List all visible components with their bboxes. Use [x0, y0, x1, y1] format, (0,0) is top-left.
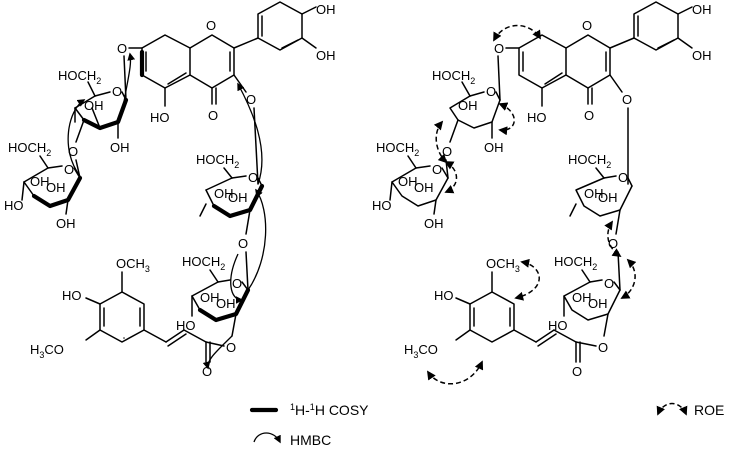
left-sugar2-oh-c: OH	[56, 216, 76, 231]
right-carbonyl-o: O	[584, 108, 594, 123]
left-sugar1-hoch2: HOCH2	[58, 68, 101, 86]
left-sugar3-hoch2: HOCH2	[196, 152, 239, 170]
left-sugar1-oh-a: OH	[84, 98, 104, 113]
right-sugar3-ring-o: O	[618, 170, 628, 185]
right-sugar2-oh-a: OH	[398, 174, 418, 189]
left-sugar3-oh-b: OH	[228, 190, 248, 205]
left-sugar-3: HOCH2 O OH OH O	[196, 107, 265, 251]
left-sugar4-oh-b: OH	[216, 296, 236, 311]
right-sugar-1: HOCH2 O OH OH O	[432, 55, 504, 159]
legend-roe-label: ROE	[694, 402, 724, 418]
left-ring-o: O	[206, 18, 216, 33]
legend-hmbc-swatch	[253, 432, 281, 444]
left-3p-oh: OH	[316, 48, 336, 63]
right-sugar2-ring-o: O	[432, 162, 442, 177]
right-3-o: O	[622, 92, 632, 107]
right-sugar1-hoch2: HOCH2	[432, 68, 475, 86]
left-h3co: H3CO	[30, 342, 64, 360]
right-sugar4-ring-o: O	[604, 276, 614, 291]
right-sinapoyl-carbonyl-o: O	[572, 364, 582, 379]
left-sugar1-ring-o: O	[112, 84, 122, 99]
right-sugar3-oh-a: OH	[584, 186, 604, 201]
left-structure-hmbc-cosy: O O HO O O OH OH HOCH2 O OH OH	[4, 1, 336, 379]
left-sugar2-hoch2: HOCH2	[8, 140, 51, 158]
right-core-labels: O O HO O O OH OH	[494, 2, 712, 125]
right-7-o: O	[494, 41, 504, 56]
left-flavonol-core	[128, 1, 317, 107]
left-carbonyl-o: O	[208, 108, 218, 123]
left-sugar2-oh-a: OH	[30, 174, 50, 189]
left-sugar-4: HOCH2 O OH OH HO O	[176, 251, 251, 355]
left-sugar2-ring-o: O	[64, 162, 74, 177]
left-sugar2-ho: HO	[4, 198, 24, 213]
left-sugar2-oh-b: OH	[46, 180, 66, 195]
right-sugar-2: HOCH2 O OH OH HO OH	[372, 140, 449, 231]
right-structure-roe: O O HO O O OH OH HOCH2 O OH OH O HOCH2	[372, 1, 712, 385]
left-sugar3-oh-a: OH	[214, 186, 234, 201]
left-sinapoyl-carbonyl-o: O	[202, 364, 212, 379]
right-sugar1-oh-b: OH	[484, 140, 504, 155]
right-sugar1-oh-a: OH	[458, 98, 478, 113]
left-3-o: O	[246, 92, 256, 107]
left-sugar4-hoch2: HOCH2	[182, 254, 225, 272]
right-4p-oh: OH	[692, 2, 712, 17]
legend-roe-swatch	[656, 402, 688, 416]
right-sugar4-hoch2: HOCH2	[554, 254, 597, 272]
right-h3co: H3CO	[404, 342, 438, 360]
right-5-oh: HO	[527, 110, 547, 125]
right-3p-oh: OH	[692, 48, 712, 63]
left-core-labels: O O HO O O OH OH	[117, 2, 336, 125]
left-hmbc-arrows	[67, 52, 267, 370]
legend-cosy-label: 1H-1H COSY	[290, 402, 369, 418]
left-och3: OCH3	[116, 256, 150, 274]
left-sugar3-ring-o: O	[248, 170, 258, 185]
right-sugar1-o-link: O	[442, 144, 452, 159]
right-sugar2-ho: HO	[372, 198, 392, 213]
right-sugar4-ester-o: O	[598, 340, 608, 355]
right-sugar4-ho: HO	[548, 318, 568, 333]
left-sugar4-ester-o: O	[226, 340, 236, 355]
right-flavonol-core	[505, 1, 693, 107]
right-sugar4-oh-a: OH	[572, 290, 592, 305]
right-sinapoyl-ho: HO	[434, 288, 454, 303]
right-sugar3-hoch2: HOCH2	[568, 152, 611, 170]
left-7-o: O	[117, 41, 127, 56]
right-sugar2-oh-c: OH	[424, 216, 444, 231]
right-sugar4-oh-b: OH	[588, 296, 608, 311]
left-sugar1-oh-b: OH	[110, 140, 130, 155]
left-sugar4-ring-o: O	[232, 276, 242, 291]
right-och3: OCH3	[486, 256, 520, 274]
right-ring-o: O	[582, 18, 592, 33]
left-5-oh: HO	[150, 110, 170, 125]
left-sinapoyl: OCH3 HO H3CO O	[30, 256, 225, 379]
left-sugar4-ho: HO	[176, 318, 196, 333]
left-sugar3-o-link: O	[238, 236, 248, 251]
right-sugar-4: HOCH2 O OH OH HO O	[548, 251, 621, 355]
left-sugar1-o-link: O	[68, 144, 78, 159]
right-sugar2-oh-b: OH	[414, 180, 434, 195]
right-sugar3-oh-b: OH	[598, 190, 618, 205]
legend: 1H-1H COSY HMBC ROE	[249, 402, 724, 448]
right-sugar1-ring-o: O	[486, 84, 496, 99]
right-roe-arrows	[426, 24, 637, 385]
left-sinapoyl-ho: HO	[62, 288, 82, 303]
right-sugar2-hoch2: HOCH2	[376, 140, 419, 158]
legend-hmbc-label: HMBC	[290, 432, 331, 448]
left-sugar4-oh-a: OH	[200, 290, 220, 305]
left-4p-oh: OH	[316, 2, 336, 17]
right-sugar-3: HOCH2 O OH OH O	[568, 107, 633, 251]
right-sinapoyl: OCH3 HO H3CO O	[404, 256, 597, 379]
